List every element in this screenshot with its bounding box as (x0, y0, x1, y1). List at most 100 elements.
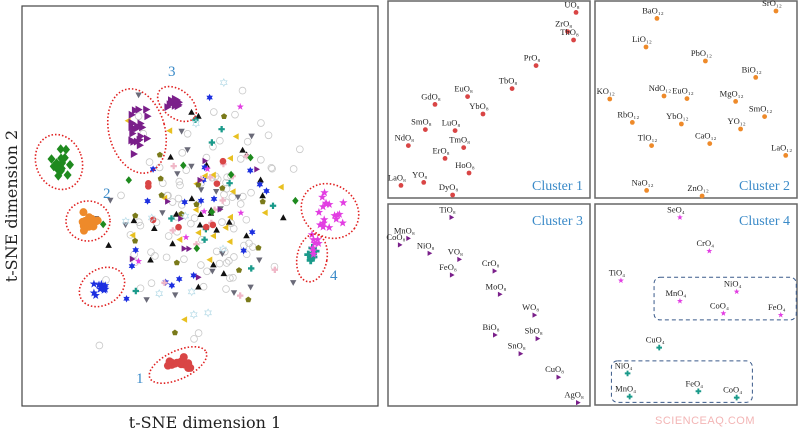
tsne-cluster-point (47, 154, 56, 164)
tsne-point-hexstar (147, 213, 156, 223)
data-point (450, 192, 456, 198)
point-label: LiO₁₂ (632, 34, 652, 44)
tsne-point-triangle-down (178, 128, 185, 135)
tsne-point-triangle-up (188, 108, 195, 115)
tsne-point-circle (164, 191, 172, 200)
point-label: ThO₈ (560, 27, 579, 37)
point-label: CrO₄ (697, 238, 715, 248)
tsne-point-circle (203, 267, 211, 276)
tsne-cluster-point (318, 202, 328, 211)
tsne-point-triangle-down (122, 222, 129, 229)
tsne-point-triangle-right (165, 198, 171, 205)
tsne-point-triangle-down (143, 297, 150, 303)
tsne-point-circle (175, 177, 184, 186)
tsne-point-circle (222, 259, 231, 267)
tsne-point-hexstar (247, 166, 254, 175)
point-label: CrO₈ (482, 258, 500, 268)
tsne-point-triangle-right (202, 157, 209, 165)
tsne-point-circle (243, 137, 252, 146)
data-point (405, 143, 411, 149)
tsne-cluster-point (311, 247, 320, 256)
point-label: PbO₁₂ (691, 48, 712, 58)
cluster-label-4: 4 (330, 268, 338, 284)
tsne-point-hexstar (219, 78, 228, 88)
point-label: SeO₄ (667, 204, 685, 214)
data-point (427, 250, 433, 256)
tsne-point-triangle-up (147, 256, 154, 263)
tsne-point-circle (197, 261, 205, 269)
point-label: CoO₄ (723, 385, 742, 395)
tsne-point-circle (182, 166, 191, 174)
tsne-point-diamond (227, 170, 235, 179)
data-point (442, 156, 448, 161)
tsne-point-circle (230, 253, 238, 261)
tsne-point-circle (228, 193, 237, 201)
tsne-point-circle (267, 163, 276, 172)
tsne-point-cross (243, 153, 250, 160)
point-label: NiO₄ (724, 279, 742, 289)
tsne-cluster-point (66, 160, 74, 170)
tsne-cluster-point (79, 208, 88, 217)
data-point (421, 180, 427, 185)
data-point (643, 44, 649, 50)
tsne-point-circle (242, 215, 251, 224)
tsne-point-hexstar (249, 228, 256, 236)
point-label: NdO₈ (395, 133, 415, 143)
tsne-point-triangle-left (201, 172, 208, 180)
tsne-point-hexstar (128, 262, 136, 270)
data-point (738, 126, 743, 132)
tsne-point-triangle-left (210, 232, 216, 240)
data-point (461, 145, 467, 151)
cluster-ellipse (106, 88, 168, 174)
data-point (703, 58, 708, 64)
tsne-point-circle (210, 108, 218, 116)
data-point (677, 298, 683, 304)
tsne-point-triangle-down (172, 292, 179, 299)
tsne-point-triangle-left (232, 133, 239, 140)
data-point (733, 288, 740, 295)
tsne-cluster-point (333, 210, 342, 219)
data-point (777, 311, 784, 318)
cluster-label-3: 3 (168, 64, 176, 80)
tsne-point-triangle-left (222, 224, 229, 231)
point-label: TmO₈ (449, 135, 470, 145)
tsne-point-cross (208, 139, 216, 146)
tsne-point-triangle-left (229, 188, 236, 195)
data-point (607, 96, 613, 102)
point-label: ZrO₈ (555, 19, 572, 29)
tsne-point-triangle-left (166, 127, 173, 134)
tsne-point-cross (170, 162, 177, 170)
tsne-point-cross (248, 265, 255, 272)
tsne-point-circle (147, 279, 156, 287)
data-point (518, 351, 524, 357)
tsne-point-triangle-down (290, 280, 297, 286)
data-point (649, 143, 654, 149)
tsne-point-hexstar (168, 281, 176, 290)
tsne-point-hexstar (176, 275, 183, 283)
tsne-cluster-point (63, 170, 72, 180)
data-point (656, 344, 662, 351)
tsne-cluster-point (94, 280, 104, 289)
tsne-cluster-point (325, 223, 334, 232)
tsne-point-circle (194, 329, 203, 337)
tsne-point-circle (164, 232, 173, 240)
tsne-point-hexstar (204, 308, 212, 318)
tsne-point-triangle-down (234, 194, 242, 201)
tsne-point-triangle-down (256, 257, 263, 264)
data-point (753, 75, 759, 80)
point-label: YO₈ (412, 169, 427, 179)
tsne-point-hexstar (121, 216, 130, 226)
tsne-point-circle (187, 219, 195, 228)
data-point (449, 214, 455, 220)
tsne-point-cross (161, 279, 168, 286)
tsne-point-circle (199, 282, 208, 291)
tsne-cluster-point (133, 137, 142, 146)
tsne-point-triangle-up (151, 225, 158, 231)
tsne-point-circle (296, 145, 304, 154)
tsne-point-circle (190, 335, 198, 343)
tsne-cluster-point (79, 226, 88, 235)
